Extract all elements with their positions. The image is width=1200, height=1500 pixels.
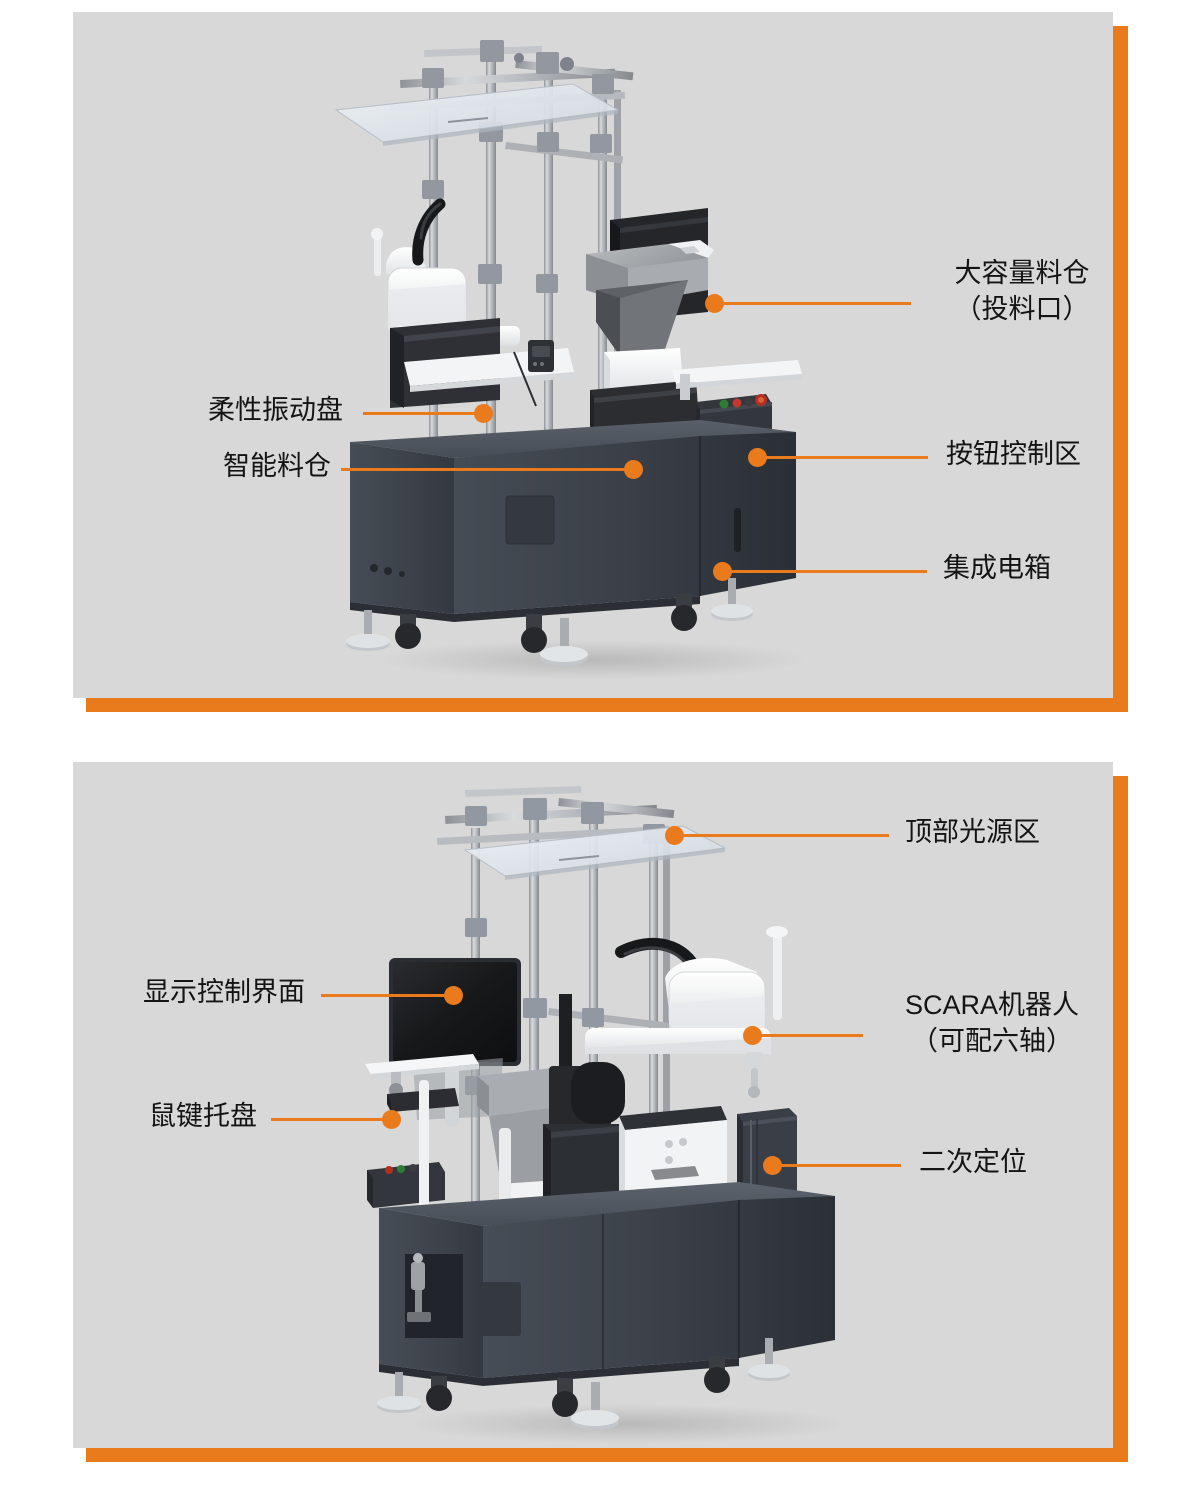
leader-dot [748, 448, 767, 467]
callout-label: SCARA机器人 （可配六轴） [904, 990, 1080, 1056]
leader-line [713, 302, 911, 305]
leader-line [751, 1034, 863, 1037]
machine-rear-render [365, 785, 848, 1444]
callout-label: 智能料仓 [223, 451, 331, 481]
leader-line [271, 1118, 391, 1121]
leader-line [756, 456, 928, 459]
leader-line [673, 834, 889, 837]
leader-dot [665, 826, 684, 845]
callout-label: 大容量料仓 （投料口） [954, 258, 1090, 324]
leader-dot [624, 460, 643, 479]
leader-dot [444, 986, 463, 1005]
leader-line [721, 570, 927, 573]
front-view-panel: 大容量料仓 （投料口） 按钮控制区 集成电箱 柔性振动盘 智能料仓 [73, 12, 1128, 712]
leader-dot [713, 562, 732, 581]
leader-line [321, 994, 453, 997]
callout-label: 显示控制界面 [143, 977, 305, 1007]
leader-dot [474, 404, 493, 423]
rear-view-stage: 顶部光源区 SCARA机器人 （可配六轴） 二次定位 显示控制界面 鼠键 [73, 762, 1113, 1448]
leader-line [771, 1164, 901, 1167]
callout-label: 集成电箱 [943, 553, 1051, 583]
machine-front-render [334, 40, 808, 680]
callout-label: 二次定位 [919, 1147, 1027, 1177]
rear-view-panel: 顶部光源区 SCARA机器人 （可配六轴） 二次定位 显示控制界面 鼠键 [73, 762, 1128, 1462]
callout-label: 按钮控制区 [946, 439, 1081, 469]
leader-line [363, 412, 483, 415]
leader-dot [763, 1156, 782, 1175]
leader-line [341, 468, 633, 471]
callout-label: 柔性振动盘 [208, 395, 343, 425]
callout-label: 顶部光源区 [905, 817, 1040, 847]
front-view-stage: 大容量料仓 （投料口） 按钮控制区 集成电箱 柔性振动盘 智能料仓 [73, 12, 1113, 698]
leader-dot [382, 1110, 401, 1129]
leader-dot [705, 294, 724, 313]
callout-label: 鼠键托盘 [149, 1101, 257, 1131]
leader-dot [743, 1026, 762, 1045]
